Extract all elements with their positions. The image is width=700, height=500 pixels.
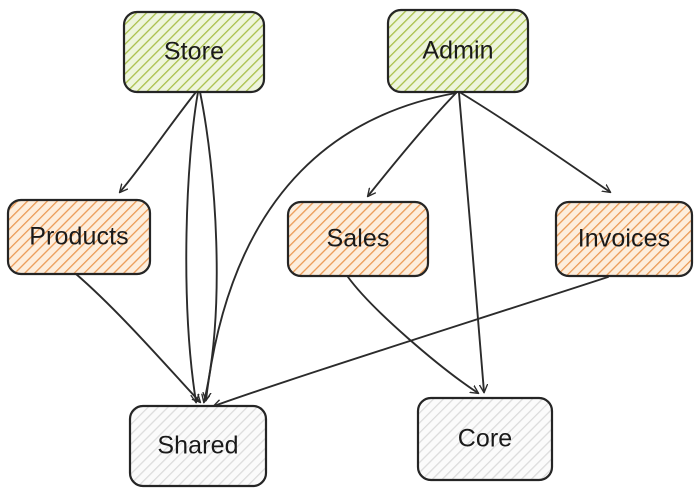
node-shape-admin[interactable] bbox=[386, 8, 530, 94]
node-shape-shared[interactable] bbox=[128, 404, 268, 488]
edge-store-to-shared bbox=[185, 91, 198, 402]
edge-admin-to-invoices bbox=[460, 92, 610, 192]
node-sales[interactable]: Sales bbox=[286, 200, 430, 278]
node-invoices[interactable]: Invoices bbox=[554, 200, 694, 278]
edge-admin-to-shared bbox=[206, 92, 457, 400]
node-products[interactable]: Products bbox=[6, 198, 152, 276]
node-shape-sales[interactable] bbox=[286, 200, 430, 278]
edge-sales-to-core bbox=[347, 276, 478, 393]
edge-store-to-shared bbox=[199, 91, 218, 402]
edge-layer bbox=[75, 91, 610, 406]
node-admin[interactable]: Admin bbox=[386, 8, 530, 94]
node-store[interactable]: Store bbox=[122, 10, 266, 94]
edge-store-to-products bbox=[120, 91, 197, 192]
edge-products-to-shared bbox=[75, 273, 200, 402]
node-shape-core[interactable] bbox=[416, 396, 554, 482]
edge-invoices-to-shared bbox=[214, 276, 609, 406]
edge-admin-to-sales bbox=[368, 92, 457, 196]
node-core[interactable]: Core bbox=[416, 396, 554, 482]
edge-admin-to-core bbox=[458, 92, 484, 392]
node-shape-invoices[interactable] bbox=[554, 200, 694, 278]
node-shared[interactable]: Shared bbox=[128, 404, 268, 488]
node-shape-products[interactable] bbox=[6, 198, 152, 276]
node-shape-store[interactable] bbox=[122, 10, 266, 94]
